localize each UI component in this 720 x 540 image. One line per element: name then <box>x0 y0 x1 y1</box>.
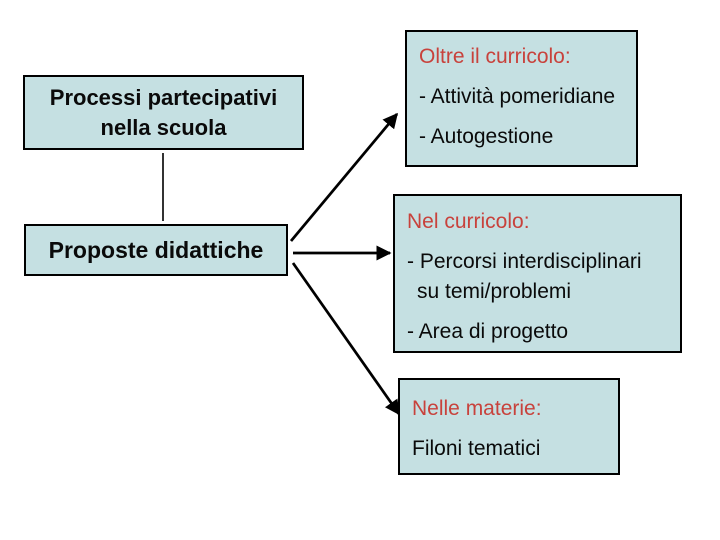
materie-item: Filoni tematici <box>412 437 541 460</box>
arrow-proposte-to-oltre <box>289 112 399 242</box>
processi-line-1: Processi partecipativi <box>49 84 278 110</box>
arrow-proposte-to-materie <box>291 262 401 416</box>
proposte-didattiche-box: Proposte didattiche <box>24 224 288 276</box>
nel-curricolo-box: Nel curricolo: - Percorsi interdisciplin… <box>393 194 682 353</box>
oltre-item: - Attività pomeridiane <box>419 85 616 108</box>
oltre-item: - Autogestione <box>419 125 554 148</box>
nel-item: - Area di progetto <box>407 320 569 343</box>
nel-item: - Percorsi interdisciplinari <box>407 250 642 273</box>
processi-line-2: nella scuola <box>100 114 227 140</box>
nel-title: Nel curricolo: <box>407 210 530 233</box>
oltre-il-curricolo-box: Oltre il curricolo: - Attività pomeridia… <box>405 30 638 167</box>
processi-partecipativi-box: Processi partecipativi nella scuola <box>23 75 304 150</box>
proposte-label: Proposte didattiche <box>48 236 264 263</box>
oltre-title: Oltre il curricolo: <box>419 45 571 68</box>
materie-title: Nelle materie: <box>412 397 542 420</box>
nel-item-continuation: su temi/problemi <box>417 280 572 303</box>
nelle-materie-box: Nelle materie: Filoni tematici <box>398 378 620 475</box>
